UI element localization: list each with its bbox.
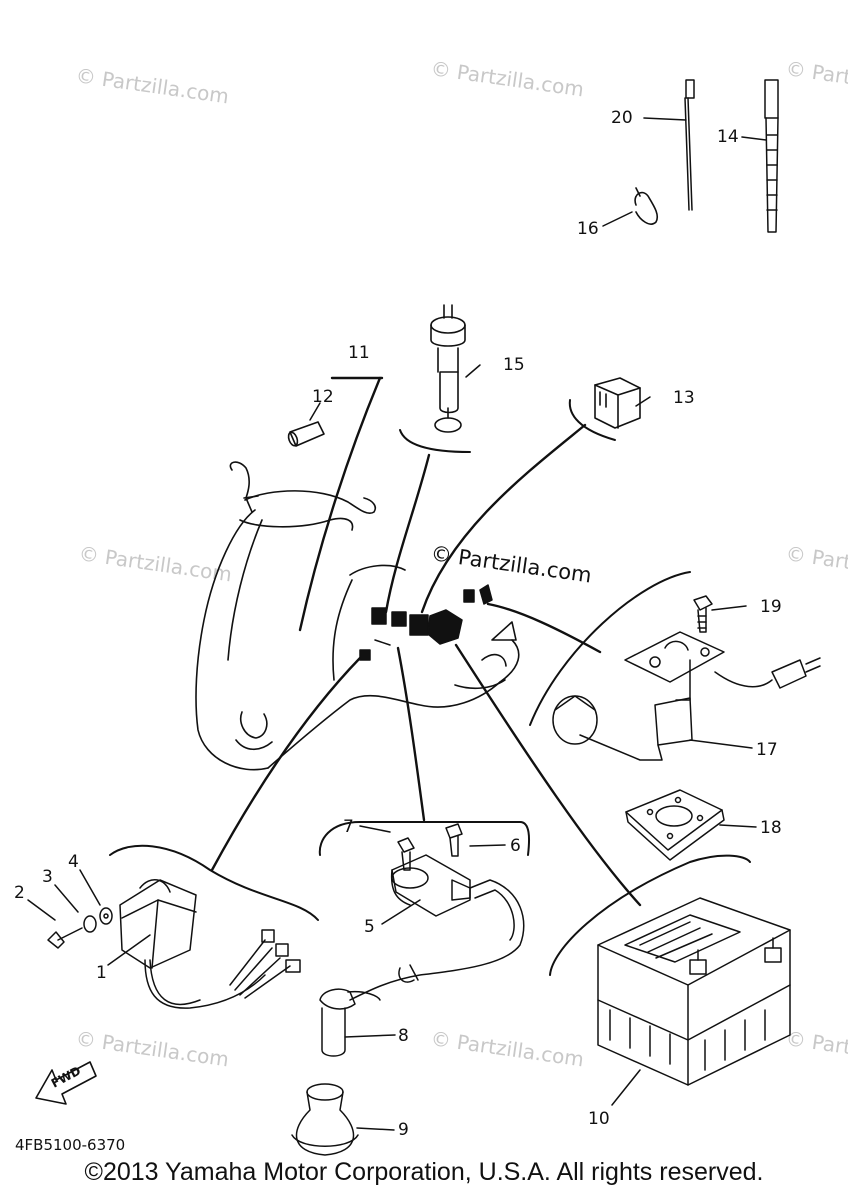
watermark-text: © Partzilla.com [429, 56, 585, 101]
callout-3: 3 [42, 867, 53, 887]
callout-8: 8 [398, 1026, 409, 1046]
callout-14: 14 [717, 127, 739, 147]
plug-cap-part [319, 988, 381, 1057]
boot-part [291, 1083, 359, 1156]
ignition-coil-part [349, 823, 525, 1001]
watermark-text: © Partzilla.com [784, 541, 848, 586]
callout-20: 20 [611, 108, 633, 128]
watermark-text: © Partzilla.com [77, 541, 233, 586]
watermark-text: © Partzilla.com [74, 1026, 230, 1071]
callout-2: 2 [14, 883, 25, 903]
cdi-unit-part [47, 879, 301, 1009]
callout-6: 6 [510, 836, 521, 856]
battery-part [597, 897, 791, 1086]
callout-18: 18 [760, 818, 782, 838]
diagram-part-number: 4FB5100-6370 [15, 1136, 125, 1154]
watermark-text: © Partzilla.com [429, 541, 593, 587]
mounted-components [359, 584, 493, 661]
watermark-text: © Partzilla.com [784, 56, 848, 101]
callout-ticks [27, 117, 767, 1131]
fuse-part [287, 421, 325, 447]
callout-19: 19 [760, 597, 782, 617]
relay-part [594, 377, 641, 429]
callout-10: 10 [588, 1109, 610, 1129]
group-brackets [109, 399, 751, 976]
callout-7: 7 [343, 817, 354, 837]
gasket-part [625, 789, 725, 861]
callout-16: 16 [577, 219, 599, 239]
callout-4: 4 [68, 852, 79, 872]
watermark-text: © Partzilla.com [429, 1026, 585, 1071]
fuel-sender-part [552, 631, 821, 761]
callout-9: 9 [398, 1120, 409, 1140]
switch-part [430, 304, 466, 433]
callout-5: 5 [364, 917, 375, 937]
callout-1: 1 [96, 963, 107, 983]
callout-labels: 20 14 16 15 13 11 12 19 17 18 7 6 5 2 3 … [14, 108, 782, 1140]
callout-13: 13 [673, 388, 695, 408]
callout-11: 11 [348, 343, 370, 363]
callout-15: 15 [503, 355, 525, 375]
scooter-outline [195, 461, 520, 771]
bolt-19-part [693, 595, 713, 633]
watermark-text: © Partzilla.com [784, 1026, 848, 1071]
forward-arrow-icon [35, 1061, 97, 1105]
leader-lines [210, 376, 642, 907]
callout-12: 12 [312, 387, 334, 407]
cable-tie-part [684, 79, 695, 211]
watermarks: © Partzilla.com © Partzilla.com © Partzi… [74, 56, 848, 1071]
callout-17: 17 [756, 740, 778, 760]
clamp-part [634, 187, 659, 225]
forward-label: FWD [49, 1064, 83, 1091]
copyright-notice: ©2013 Yamaha Motor Corporation, U.S.A. A… [84, 1158, 764, 1186]
watermark-text: © Partzilla.com [74, 63, 230, 108]
band-part [764, 79, 779, 233]
